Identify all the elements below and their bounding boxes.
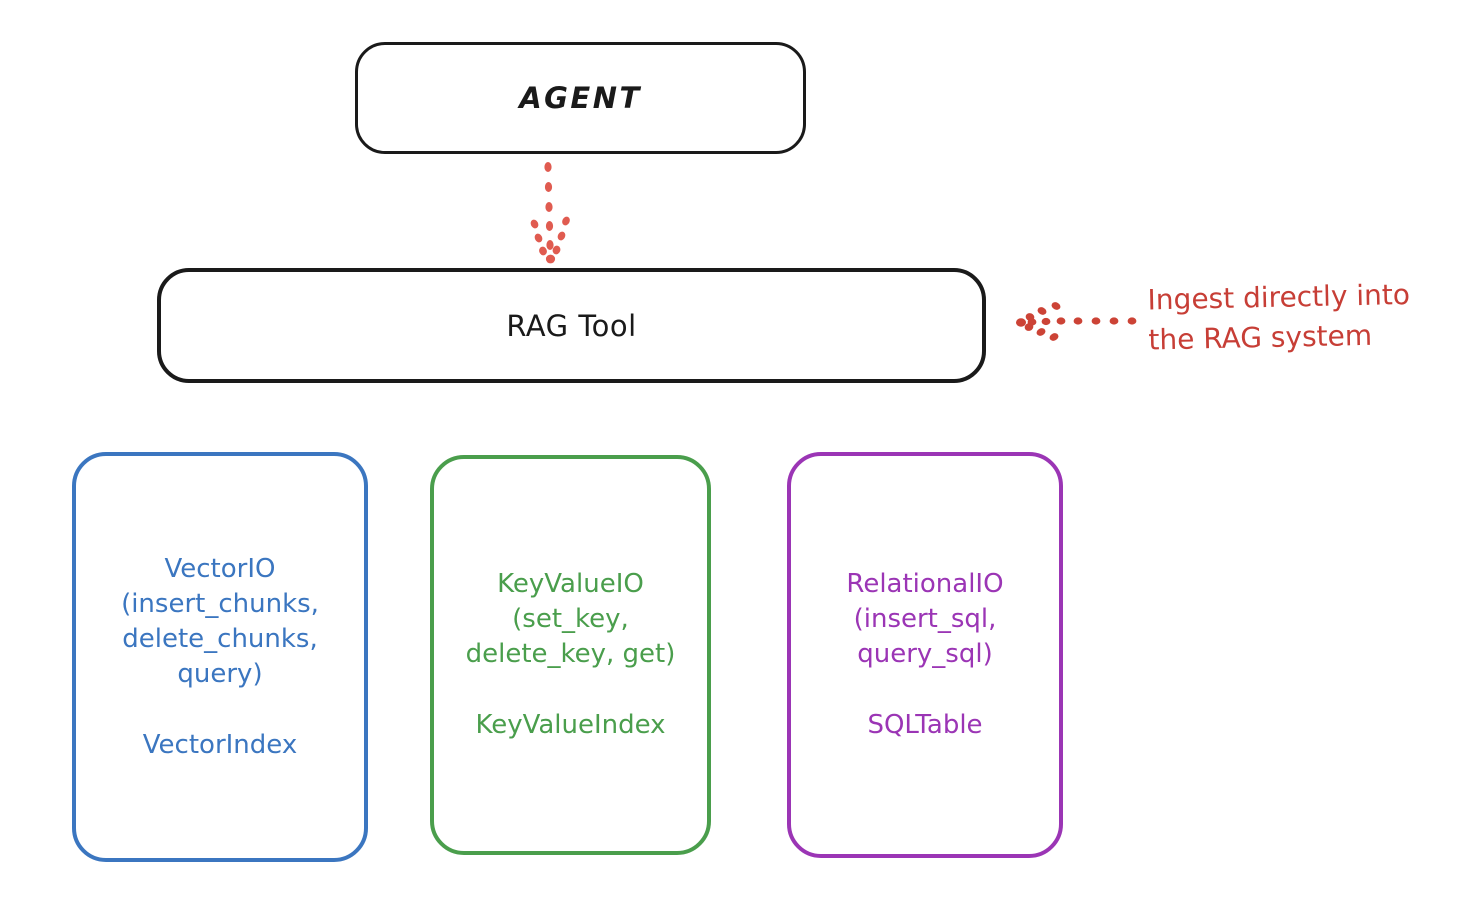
relational-io-node[interactable]: RelationalIO (insert_sql, query_sql) SQL… <box>787 452 1063 858</box>
rag-tool-node-label: RAG Tool <box>506 308 637 343</box>
key-value-index-label: KeyValueIndex <box>475 710 666 740</box>
vector-io-node[interactable]: VectorIO (insert_chunks, delete_chunks, … <box>72 452 368 862</box>
ingest-annotation-text: Ingest directly into the RAG system <box>1147 277 1411 357</box>
rag-tool-node[interactable]: RAG Tool <box>157 268 986 383</box>
relational-io-label: RelationalIO (insert_sql, query_sql) <box>846 569 1004 669</box>
vector-index-label: VectorIndex <box>142 729 298 760</box>
ingest-to-rag-connector <box>1016 302 1137 341</box>
key-value-io-label: KeyValueIO (set_key, delete_key, get) <box>465 569 676 669</box>
sql-table-label: SQLTable <box>867 710 983 740</box>
vector-io-label: VectorIO (insert_chunks, delete_chunks, … <box>121 553 319 689</box>
key-value-io-node[interactable]: KeyValueIO (set_key, delete_key, get) Ke… <box>430 455 711 855</box>
agent-to-rag-connector <box>530 162 570 264</box>
agent-node[interactable]: AGENT <box>355 42 806 154</box>
agent-node-label: AGENT <box>519 81 642 115</box>
